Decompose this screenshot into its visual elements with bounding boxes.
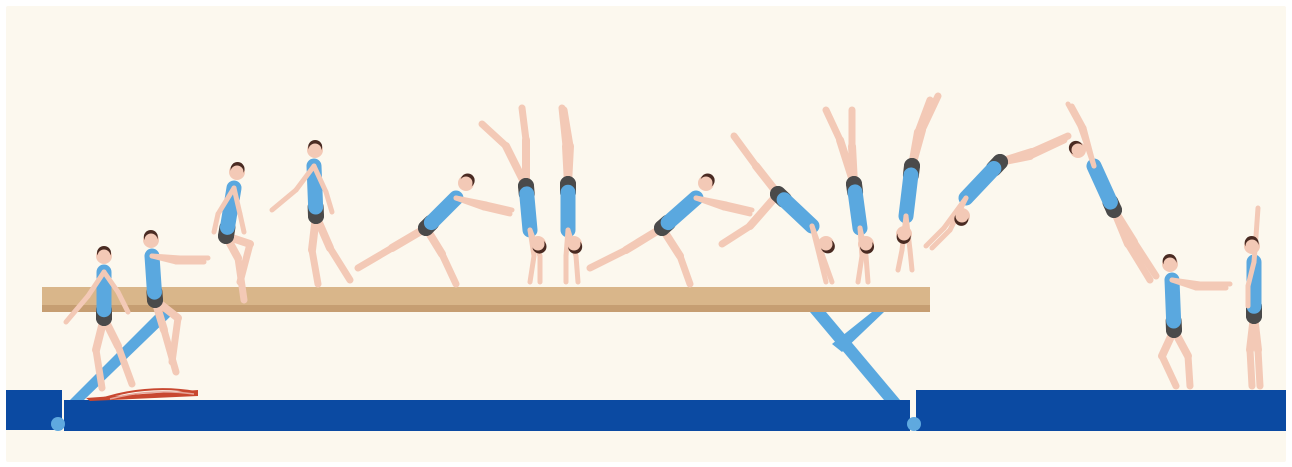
mat-edge-mid — [907, 417, 921, 431]
mat-edge-left — [51, 417, 65, 431]
mat-center — [64, 400, 910, 431]
balance-beam-icon — [42, 287, 930, 312]
mat-right — [916, 390, 1286, 431]
